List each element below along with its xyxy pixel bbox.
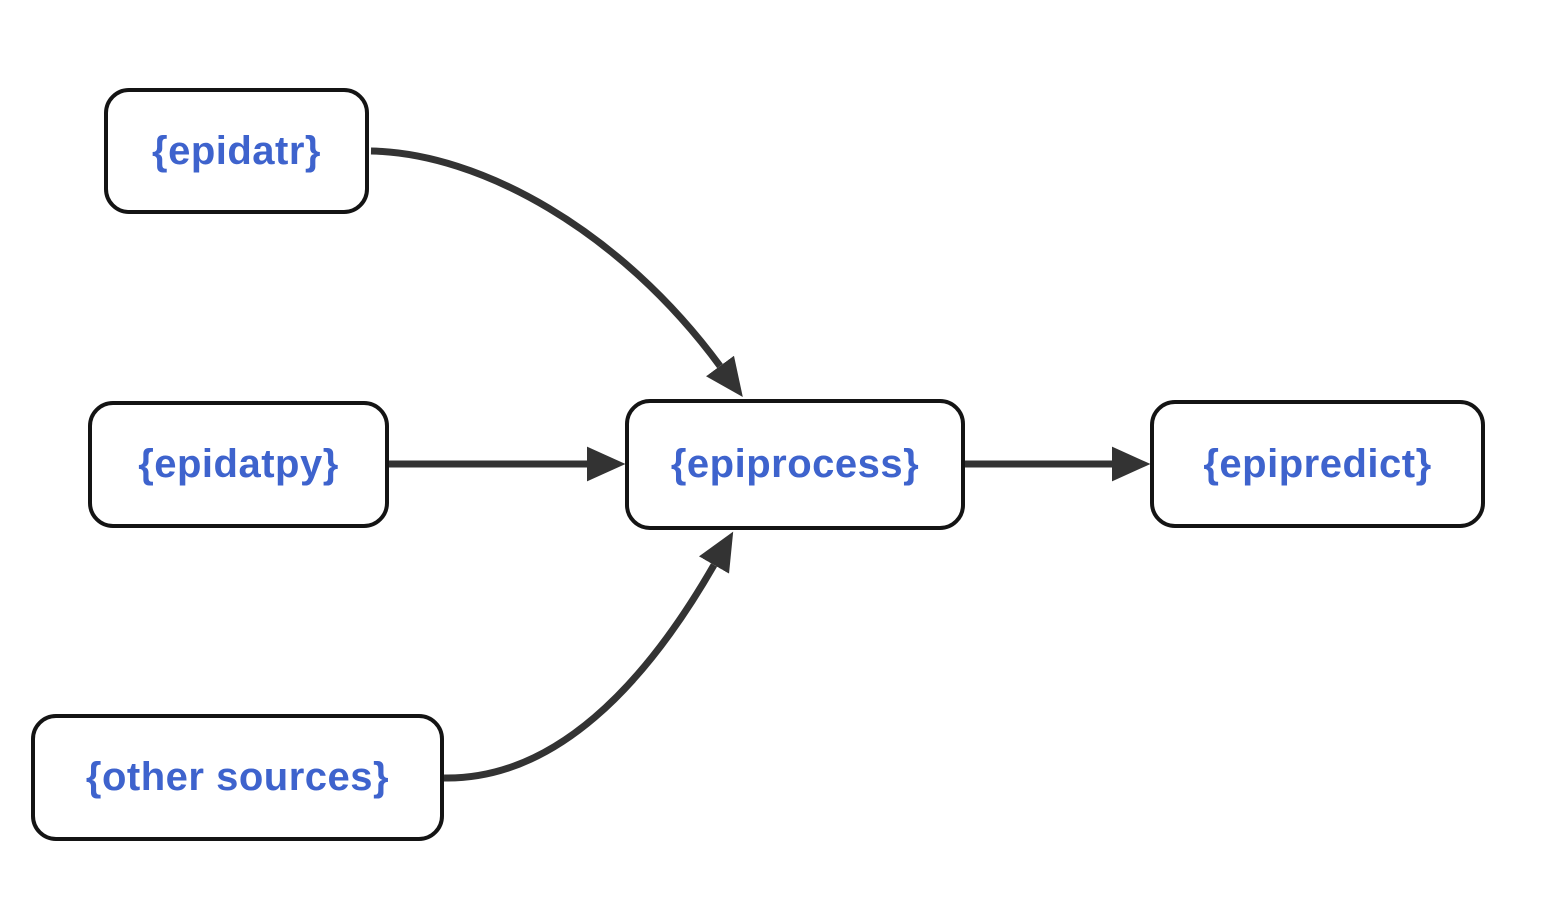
edge-other-sources-to-epiprocess <box>443 531 734 782</box>
node-epiprocess-label: {epiprocess} <box>670 442 920 486</box>
node-epidatpy: {epidatpy} <box>88 401 389 528</box>
node-epipredict-label: {epipredict} <box>1203 441 1432 486</box>
node-epipredict: {epipredict} <box>1150 400 1485 528</box>
node-epidatr-label: {epidatr} <box>152 128 321 173</box>
node-epiprocess: {epiprocess} <box>625 399 965 530</box>
node-epidatr: {epidatr} <box>104 88 369 214</box>
edge-epidatr-to-epiprocess <box>370 147 743 398</box>
node-other-sources-label: {other sources} <box>85 755 390 799</box>
node-other-sources: {other sources} <box>31 714 444 841</box>
node-epidatpy-label: {epidatpy} <box>138 442 339 486</box>
